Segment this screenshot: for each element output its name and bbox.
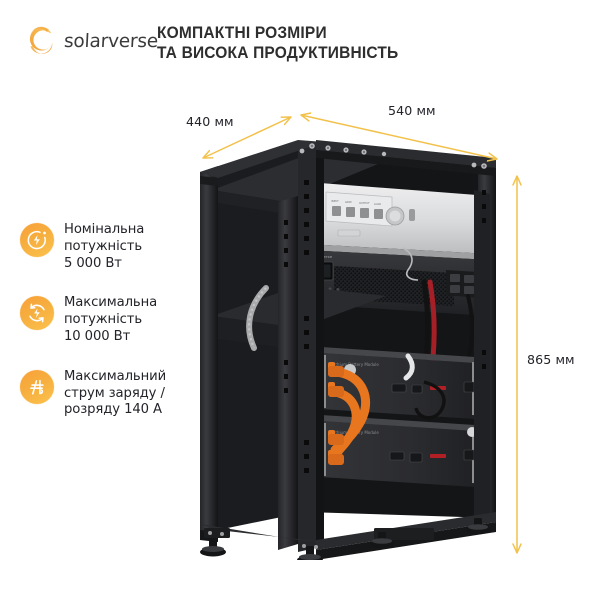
peak-power-cycle-bolt-icon bbox=[20, 296, 54, 331]
feature-line-3: 10 000 Вт bbox=[64, 328, 131, 344]
feature-label: Максимальний струм заряду / розряду 140 … bbox=[64, 369, 166, 419]
feature-line-2: потужність bbox=[64, 312, 143, 328]
feature-label: Номінальна потужність 5 000 Вт bbox=[64, 222, 144, 272]
feature-item-peak-power: Максимальна потужність 10 000 Вт bbox=[20, 295, 210, 345]
feature-label: Максимальна потужність 10 000 Вт bbox=[64, 295, 157, 345]
page-title: КОМПАКТНІ РОЗМІРИ ТА ВИСОКА ПРОДУКТИВНІС… bbox=[157, 23, 398, 63]
feature-item-rated-power: Номінальна потужність 5 000 Вт bbox=[20, 222, 210, 272]
headline-line-2: ТА ВИСОКА ПРОДУКТИВНІСТЬ bbox=[157, 44, 399, 62]
feature-line-1: Максимальна bbox=[64, 295, 158, 311]
power-bolt-icon bbox=[20, 223, 54, 257]
page-header: solarverse КОМПАКТНІ РОЗМІРИ ТА ВИСОКА П… bbox=[0, 0, 600, 88]
feature-line-1: Максимальний bbox=[64, 368, 167, 384]
ampere-current-icon bbox=[20, 369, 54, 404]
feature-line-3: 5 000 Вт bbox=[64, 255, 122, 271]
dimension-label-height: 865 мм bbox=[527, 352, 575, 367]
feature-line-3: розряду 140 А bbox=[64, 402, 162, 418]
brand-logo[interactable]: solarverse bbox=[24, 24, 159, 58]
brand-name: solarverse bbox=[63, 30, 159, 52]
svg-text:OUTPUT: OUTPUT bbox=[359, 201, 370, 205]
svg-text:INPUT: INPUT bbox=[331, 199, 339, 203]
feature-line-2: потужність bbox=[64, 238, 143, 254]
feature-item-charge-current: Максимальний струм заряду / розряду 140 … bbox=[20, 369, 210, 419]
solar-swirl-logo-icon bbox=[24, 24, 58, 58]
product-image-battery-rack: INPUT GRID OUTPUT LOAD solarver bbox=[178, 120, 518, 560]
dimension-label-width: 540 мм bbox=[388, 103, 436, 118]
svg-text:LOAD: LOAD bbox=[374, 202, 381, 206]
svg-text:Lithium Battery Module: Lithium Battery Module bbox=[332, 362, 379, 367]
feature-spec-list: Номінальна потужність 5 000 Вт Максималь… bbox=[20, 222, 210, 442]
headline-line-1: КОМПАКТНІ РОЗМІРИ bbox=[157, 24, 327, 42]
feature-line-1: Номінальна bbox=[64, 222, 145, 237]
feature-line-2: струм заряду / bbox=[64, 385, 165, 401]
svg-text:GRID: GRID bbox=[345, 200, 352, 204]
